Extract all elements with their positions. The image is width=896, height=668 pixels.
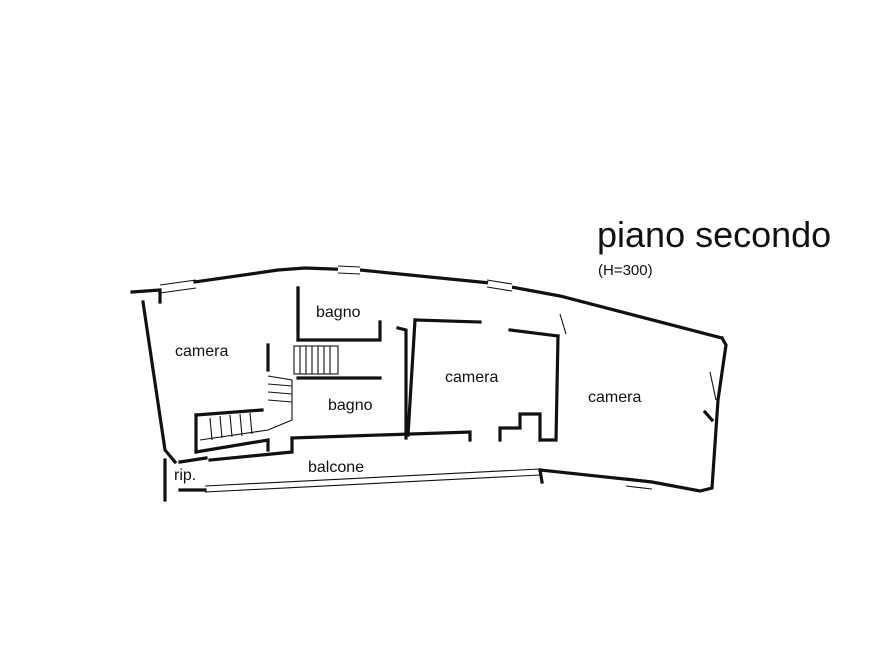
room-label-camera-left: camera <box>175 343 229 360</box>
windows <box>159 265 717 490</box>
outer-walls <box>130 266 728 502</box>
staircase <box>199 345 339 441</box>
room-label-ripostiglio: rip. <box>174 467 197 484</box>
interior-walls <box>178 286 715 493</box>
room-label-camera-center: camera <box>445 369 499 386</box>
room-label-balcone: balcone <box>308 459 365 476</box>
room-label-camera-right: camera <box>588 389 642 406</box>
room-label-bagno-top: bagno <box>316 304 361 321</box>
room-label-bagno-bottom: bagno <box>328 397 373 414</box>
plan-height-note: (H=300) <box>598 262 653 279</box>
plan-title: piano secondo <box>597 214 832 255</box>
